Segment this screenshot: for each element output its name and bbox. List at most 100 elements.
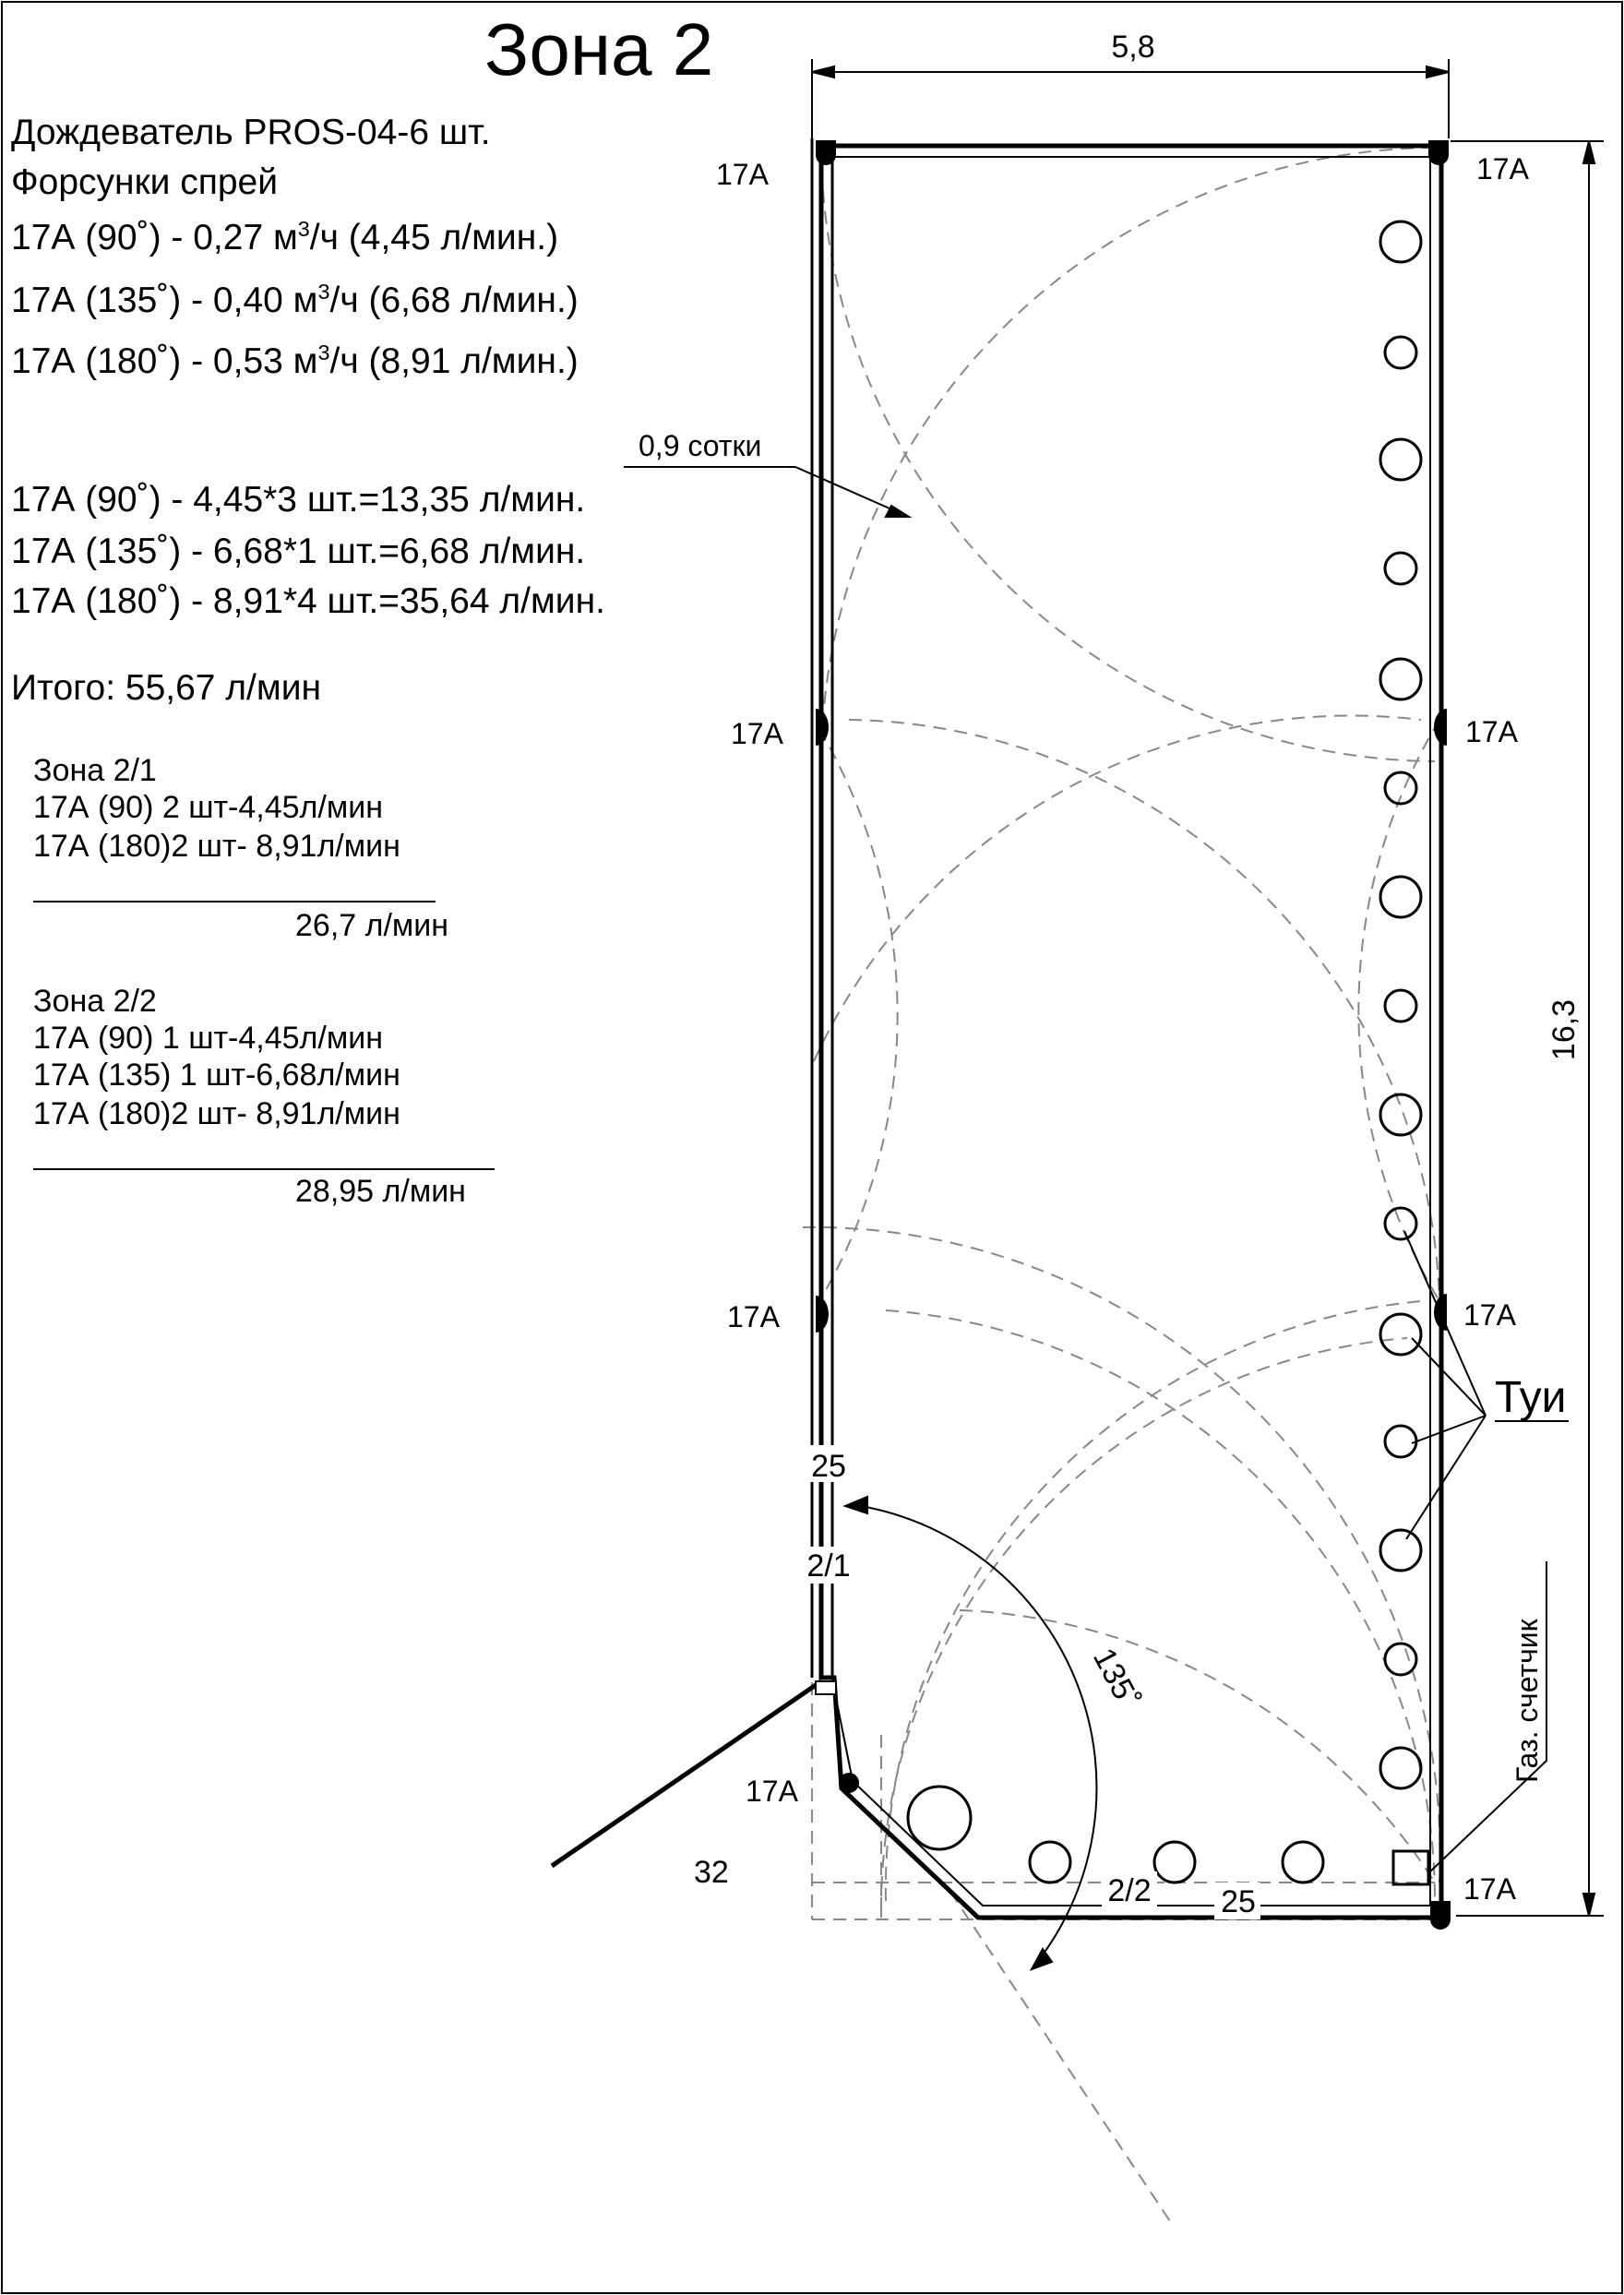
nozzle-label: 17А bbox=[1465, 715, 1519, 748]
nozzle-17a-marker bbox=[1434, 709, 1447, 746]
coverage-arc-top-right bbox=[820, 147, 1436, 762]
calc-line-180: 17А (180˚) - 8,91*4 шт.=35,64 л/мин. bbox=[11, 581, 605, 621]
nozzle-label: 17А bbox=[746, 1775, 799, 1808]
nozzle-rate-180-value: 17А (180˚) - 0,53 м bbox=[11, 341, 318, 381]
pipe-label-bg bbox=[803, 1445, 849, 1482]
thuja-tree bbox=[1281, 1840, 1325, 1884]
nozzle-markers bbox=[816, 140, 1451, 1930]
pipe-diameter-left: 25 bbox=[811, 1449, 846, 1484]
angle-arc-135 bbox=[842, 1495, 1098, 1971]
nozzle-label: 17А bbox=[727, 1300, 781, 1333]
coverage-arc-e bbox=[802, 1225, 1441, 1883]
thuja-tree bbox=[1383, 1206, 1418, 1241]
nozzle-rate-135-value: 17А (135˚) - 0,40 м bbox=[11, 281, 318, 320]
thuja-tree bbox=[1379, 437, 1423, 482]
thuja-tree bbox=[1379, 1093, 1423, 1137]
thuja-tree bbox=[1152, 1840, 1197, 1884]
thuja-tree bbox=[1379, 1528, 1423, 1572]
zone22-line: 17А (180)2 шт- 8,91л/мин bbox=[33, 1096, 400, 1131]
unit-cubic: 3 bbox=[297, 217, 310, 241]
coverage-arc-a bbox=[813, 714, 1422, 1062]
thuja-tree bbox=[906, 1785, 973, 1851]
zone21-sum: 26,7 л/мин bbox=[295, 908, 449, 943]
pipe-label-bg bbox=[1102, 1871, 1157, 1908]
nozzle-rate-180-flow: /ч (8,91 л/мин.) bbox=[329, 341, 579, 381]
thuja-leaders bbox=[1403, 1230, 1487, 1540]
plot-boundary bbox=[810, 138, 1444, 1920]
angle-label: 135˚ bbox=[1086, 1643, 1147, 1715]
thuja-tree bbox=[1383, 335, 1418, 370]
gas-meter-label: Газ. счетчик bbox=[1511, 1618, 1544, 1783]
gas-meter-box bbox=[1391, 1849, 1430, 1886]
nozzle-17a-marker bbox=[816, 709, 829, 746]
nozzle-rate-90: 17А (90˚) - 0,27 м3/ч (4,45 л/мин.) bbox=[11, 217, 559, 257]
thuja-tree bbox=[1379, 1746, 1423, 1790]
nozzle-17a-marker bbox=[816, 140, 836, 165]
gas-meter-leader bbox=[1427, 1561, 1547, 1874]
nozzle-rate-90-flow: /ч (4,45 л/мин.) bbox=[309, 218, 559, 257]
zone21-sum-rule bbox=[33, 901, 436, 902]
height-label: 16,3 bbox=[1546, 999, 1582, 1060]
pipe-junction bbox=[815, 1680, 837, 1695]
nozzle-label: 17А bbox=[1463, 1298, 1517, 1332]
unit-cubic: 3 bbox=[317, 280, 330, 304]
nozzle-label: 17А bbox=[1463, 1872, 1517, 1906]
zone22-sum-rule bbox=[33, 1168, 495, 1170]
nozzle-17a-marker bbox=[816, 1296, 829, 1333]
zone22-sum: 28,95 л/мин bbox=[295, 1174, 466, 1209]
nozzle-rate-135-flow: /ч (6,68 л/мин.) bbox=[329, 281, 579, 320]
pipe-zone-bottom: 2/2 bbox=[1107, 1873, 1151, 1908]
coverage-arc-mid-left bbox=[818, 728, 899, 1302]
pipe-label-bg bbox=[799, 1547, 854, 1584]
main-pipe-32 bbox=[550, 1679, 823, 1869]
calc-line-135: 17А (135˚) - 6,68*1 шт.=6,68 л/мин. bbox=[11, 532, 586, 571]
pipe-zone-left: 2/1 bbox=[806, 1548, 850, 1584]
nozzle-label: 17А bbox=[716, 158, 770, 191]
angle-extension-line bbox=[949, 1891, 1173, 2225]
coverage-arc-d bbox=[884, 1300, 1422, 1902]
nozzle-17a-marker bbox=[839, 1773, 859, 1793]
nozzle-label: 17А bbox=[1476, 152, 1530, 185]
width-dimension bbox=[811, 59, 1450, 138]
coverage-arc-g bbox=[959, 1609, 1436, 1883]
zone22-title: Зона 2/2 bbox=[33, 984, 157, 1019]
coverage-arc-b bbox=[848, 719, 1440, 1302]
total-flow: Итого: 55,67 л/мин bbox=[11, 668, 322, 708]
width-label: 5,8 bbox=[1111, 30, 1154, 65]
thuja-tree bbox=[1383, 1642, 1418, 1677]
thuja-trees bbox=[906, 220, 1423, 1884]
thuja-tree bbox=[1379, 657, 1423, 701]
thuja-tree bbox=[1383, 988, 1418, 1023]
nozzle-rate-135: 17А (135˚) - 0,40 м3/ч (6,68 л/мин.) bbox=[11, 280, 579, 320]
coverage-arc-mid-right bbox=[1357, 719, 1440, 1302]
coverage-arcs bbox=[802, 147, 1441, 2225]
zone21-line: 17А (90) 2 шт-4,45л/мин bbox=[33, 790, 383, 825]
nozzle-17a-marker bbox=[1430, 1901, 1451, 1930]
thuja-tree bbox=[1379, 875, 1423, 919]
coverage-arc-top-left bbox=[820, 147, 1436, 762]
nozzle-rate-90-value: 17А (90˚) - 0,27 м bbox=[11, 218, 298, 257]
area-leader bbox=[624, 466, 913, 518]
calc-line-90: 17А (90˚) - 4,45*3 шт.=13,35 л/мин. bbox=[11, 480, 586, 520]
thuja-tree bbox=[1379, 220, 1423, 264]
nozzle-rate-180: 17А (180˚) - 0,53 м3/ч (8,91 л/мин.) bbox=[11, 341, 579, 381]
thuja-tree bbox=[1379, 1312, 1423, 1357]
nozzle-label: 17А bbox=[731, 717, 784, 750]
pipe-label-bg bbox=[1214, 1883, 1260, 1919]
unit-cubic: 3 bbox=[317, 341, 330, 365]
thuja-tree bbox=[1383, 551, 1418, 586]
thuja-label: Туи bbox=[1495, 1373, 1566, 1422]
coverage-arc-f bbox=[879, 1337, 1408, 1911]
thuja-tree bbox=[1383, 771, 1418, 806]
nozzle-17a-marker bbox=[1428, 140, 1449, 165]
sprinkler-spec: Дождеватель PROS-04-6 шт. bbox=[11, 113, 491, 152]
zone22-line: 17А (90) 1 шт-4,45л/мин bbox=[33, 1021, 383, 1056]
zone21-title: Зона 2/1 bbox=[33, 753, 157, 788]
main-pipe-label: 32 bbox=[694, 1855, 729, 1890]
zone22-line: 17А (135) 1 шт-6,68л/мин bbox=[33, 1058, 400, 1093]
thuja-tree bbox=[1383, 1424, 1418, 1459]
pipe-diameter-bottom: 25 bbox=[1221, 1884, 1256, 1919]
